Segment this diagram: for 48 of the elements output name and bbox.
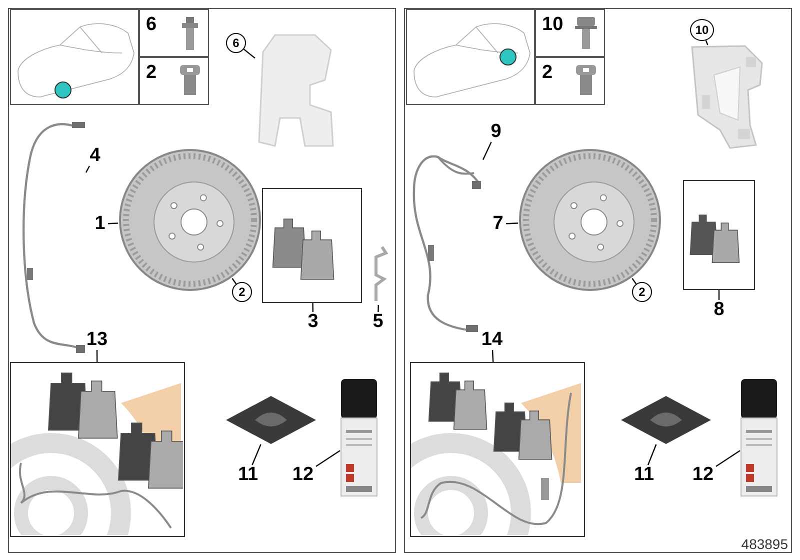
callout-number: 14 — [480, 330, 504, 350]
callout-number: 9 — [488, 122, 504, 142]
spray-can-drawing — [740, 378, 778, 498]
leader-line — [252, 444, 262, 466]
leader-line — [378, 304, 379, 312]
part-cell — [535, 57, 605, 105]
callout-number: 6 — [146, 14, 157, 36]
callout-number: 2 — [542, 62, 553, 84]
leader-line — [506, 222, 518, 224]
caliper-carrier-drawing — [690, 45, 765, 150]
part-cell — [139, 9, 209, 57]
callout-number: 4 — [86, 146, 104, 166]
callout-number: 12 — [690, 465, 716, 485]
leader-line — [316, 450, 340, 467]
leader-line — [243, 48, 256, 59]
rubber-pad-drawing — [225, 395, 317, 445]
callout-number: 1 — [92, 214, 108, 234]
circled-callout-number: 2 — [232, 282, 252, 302]
callout-number: 5 — [370, 312, 386, 332]
leader-line — [705, 40, 708, 46]
callout-number: 8 — [711, 300, 727, 320]
circled-callout-number: 6 — [226, 33, 246, 53]
leader-line — [482, 142, 492, 160]
circled-callout-number: 10 — [690, 19, 714, 41]
leader-line — [96, 350, 98, 362]
leader-line — [718, 290, 720, 300]
leader-line — [716, 450, 740, 467]
leader-line — [85, 166, 90, 173]
leader-line — [632, 278, 637, 284]
part-cell — [535, 9, 605, 57]
callout-number: 13 — [85, 330, 109, 350]
spray-can-drawing — [340, 378, 378, 498]
part-cell — [139, 57, 209, 105]
leader-line — [492, 350, 494, 362]
leader-line — [312, 303, 314, 312]
callout-number: 7 — [490, 214, 506, 234]
callout-number: 11 — [236, 465, 260, 485]
rubber-pad-drawing — [620, 395, 712, 445]
circled-callout-number: 2 — [632, 282, 652, 302]
callout-number: 2 — [146, 62, 157, 84]
leader-line — [108, 222, 118, 224]
leader-line — [647, 444, 657, 466]
leader-line — [232, 278, 237, 284]
reference-number: 483895 — [741, 536, 788, 552]
callout-number: 10 — [542, 14, 564, 36]
callout-number: 12 — [290, 465, 316, 485]
callout-number: 3 — [305, 312, 321, 332]
callout-number: 11 — [632, 465, 656, 485]
